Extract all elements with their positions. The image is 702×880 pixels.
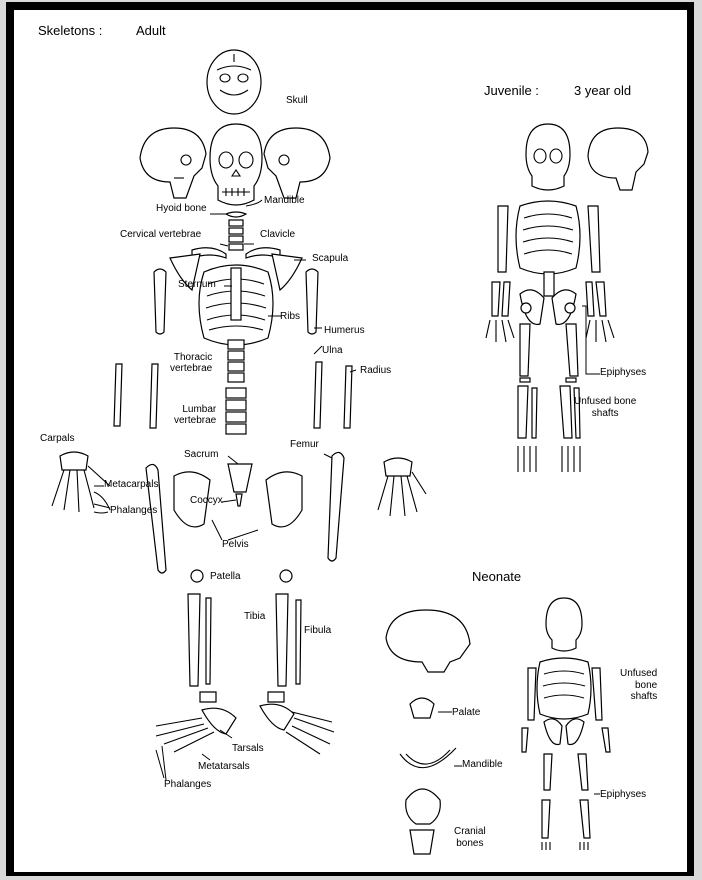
hand-left bbox=[52, 452, 110, 512]
fibula-left bbox=[206, 598, 211, 684]
adult-title: Skeletons : bbox=[38, 24, 102, 37]
label-pelvis: Pelvis bbox=[222, 540, 249, 550]
label-metacarpals: Metacarpals bbox=[104, 480, 158, 490]
label-hyoid-bone: Hyoid bone bbox=[156, 204, 207, 214]
neonate-skeleton bbox=[522, 598, 610, 850]
label-metatarsals: Metatarsals bbox=[198, 762, 250, 772]
hand-right bbox=[378, 458, 426, 516]
label-femur: Femur bbox=[290, 440, 319, 450]
scapula-right bbox=[272, 254, 302, 290]
label-phalanges-foot: Phalanges bbox=[164, 780, 211, 790]
label-tarsals: Tarsals bbox=[232, 744, 264, 754]
adult-skull-frontal bbox=[210, 124, 262, 205]
label-radius: Radius bbox=[360, 366, 391, 376]
label-scapula: Scapula bbox=[312, 254, 348, 264]
label-neonate-palate: Palate bbox=[452, 708, 480, 718]
leader-lines bbox=[94, 200, 600, 794]
label-skull: Skull bbox=[286, 96, 308, 106]
adult-subtitle: Adult bbox=[136, 24, 166, 37]
coccyx bbox=[236, 494, 242, 506]
tibia-left bbox=[188, 594, 200, 686]
label-sacrum: Sacrum bbox=[184, 450, 218, 460]
spine-thoracic-lumbar bbox=[226, 340, 246, 434]
label-lumbar-vertebrae: Lumbar vertebrae bbox=[174, 404, 216, 426]
label-phalanges-hand: Phalanges bbox=[110, 506, 157, 516]
patella-left bbox=[191, 570, 203, 582]
label-patella: Patella bbox=[210, 572, 241, 582]
ribcage bbox=[199, 265, 273, 345]
sacrum bbox=[228, 464, 252, 492]
ulna-right bbox=[314, 362, 322, 428]
patella-right bbox=[280, 570, 292, 582]
adult-skull-left-lateral bbox=[140, 128, 206, 198]
label-fibula: Fibula bbox=[304, 626, 331, 636]
skeleton-drawing bbox=[14, 10, 687, 872]
label-coccyx: Coccyx bbox=[190, 496, 223, 506]
label-juvenile-epiphyses: Epiphyses bbox=[600, 368, 646, 378]
hyoid-bone bbox=[226, 212, 246, 217]
neonate-mandible bbox=[400, 748, 456, 768]
femur-right bbox=[328, 452, 344, 561]
label-cervical-vertebrae: Cervical vertebrae bbox=[120, 230, 201, 240]
neonate-palate bbox=[410, 698, 434, 718]
label-tibia: Tibia bbox=[244, 612, 265, 622]
neonate-skull bbox=[386, 610, 470, 672]
label-clavicle: Clavicle bbox=[260, 230, 295, 240]
label-thoracic-vertebrae: Thoracic vertebrae bbox=[170, 352, 212, 374]
skeleton-diagram: Skeletons : Adult Skull Mandible Hyoid b… bbox=[14, 10, 687, 872]
neonate-cranial-bones bbox=[406, 789, 441, 854]
label-ribs: Ribs bbox=[280, 312, 300, 322]
label-ulna: Ulna bbox=[322, 346, 343, 356]
neonate-title: Neonate bbox=[472, 570, 521, 583]
juvenile-skull-frontal bbox=[526, 124, 570, 190]
adult-skull-top-view bbox=[207, 50, 261, 114]
label-sternum: Sternum bbox=[178, 280, 216, 290]
juvenile-skull-lateral bbox=[588, 128, 648, 190]
label-neonate-cranial-bones: Cranial bones bbox=[454, 826, 486, 849]
pelvis-right bbox=[266, 472, 302, 527]
label-humerus: Humerus bbox=[324, 326, 365, 336]
humerus-left bbox=[154, 269, 166, 334]
label-juvenile-unfused-shafts: Unfused bone shafts bbox=[574, 396, 636, 419]
label-carpals: Carpals bbox=[40, 434, 74, 444]
adult-skull-right-lateral bbox=[264, 128, 330, 198]
juvenile-body bbox=[486, 201, 614, 472]
fibula-right bbox=[296, 600, 301, 684]
foot-right bbox=[260, 692, 334, 754]
tibia-right bbox=[276, 594, 288, 686]
cervical-vertebrae bbox=[229, 220, 243, 250]
juvenile-age: 3 year old bbox=[574, 84, 631, 97]
label-neonate-epiphyses: Epiphyses bbox=[600, 790, 646, 800]
label-neonate-mandible: Mandible bbox=[462, 760, 503, 770]
ulna-left bbox=[114, 364, 122, 426]
label-neonate-unfused-shafts: Unfused bone shafts bbox=[620, 668, 657, 703]
radius-right bbox=[344, 366, 352, 428]
radius-left bbox=[150, 364, 158, 428]
juvenile-title: Juvenile : bbox=[484, 84, 539, 97]
foot-left bbox=[156, 692, 236, 752]
humerus-right bbox=[306, 269, 318, 334]
label-mandible: Mandible bbox=[264, 196, 305, 206]
